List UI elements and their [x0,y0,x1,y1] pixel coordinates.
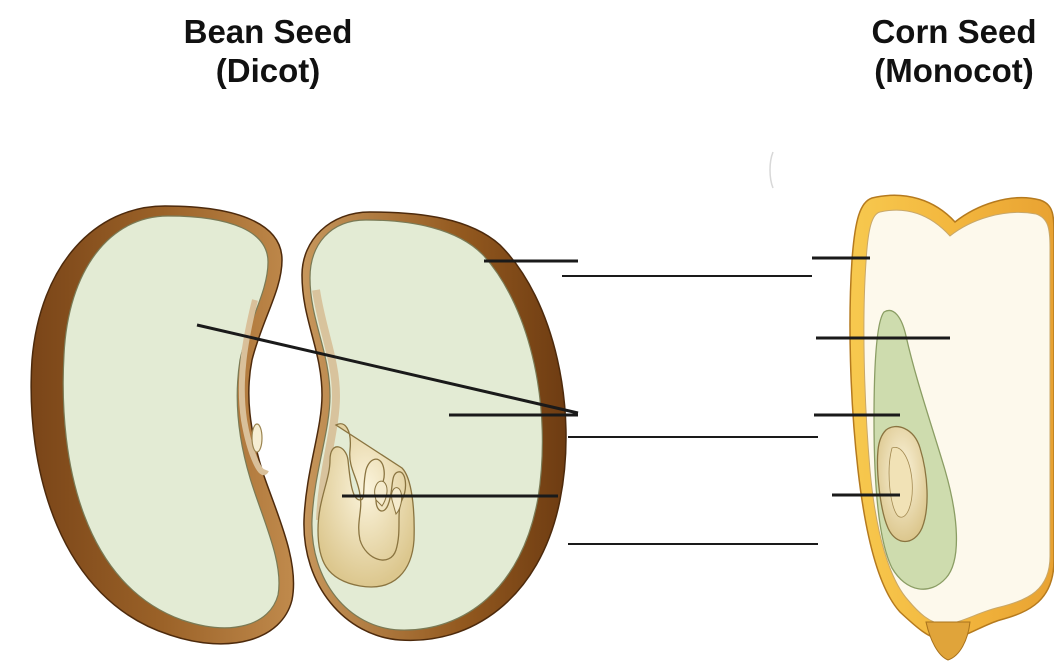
bean-left-half [31,206,293,644]
bean-left-embryo-scar [252,424,262,452]
corn-tip-cap [926,622,970,660]
bean-right-half [302,212,566,640]
answer-blank-top[interactable] [562,275,812,277]
answer-blank-bottom[interactable] [568,543,818,545]
stray-mark [766,150,776,190]
answer-blank-middle[interactable] [568,436,818,438]
corn-seed [850,195,1054,660]
